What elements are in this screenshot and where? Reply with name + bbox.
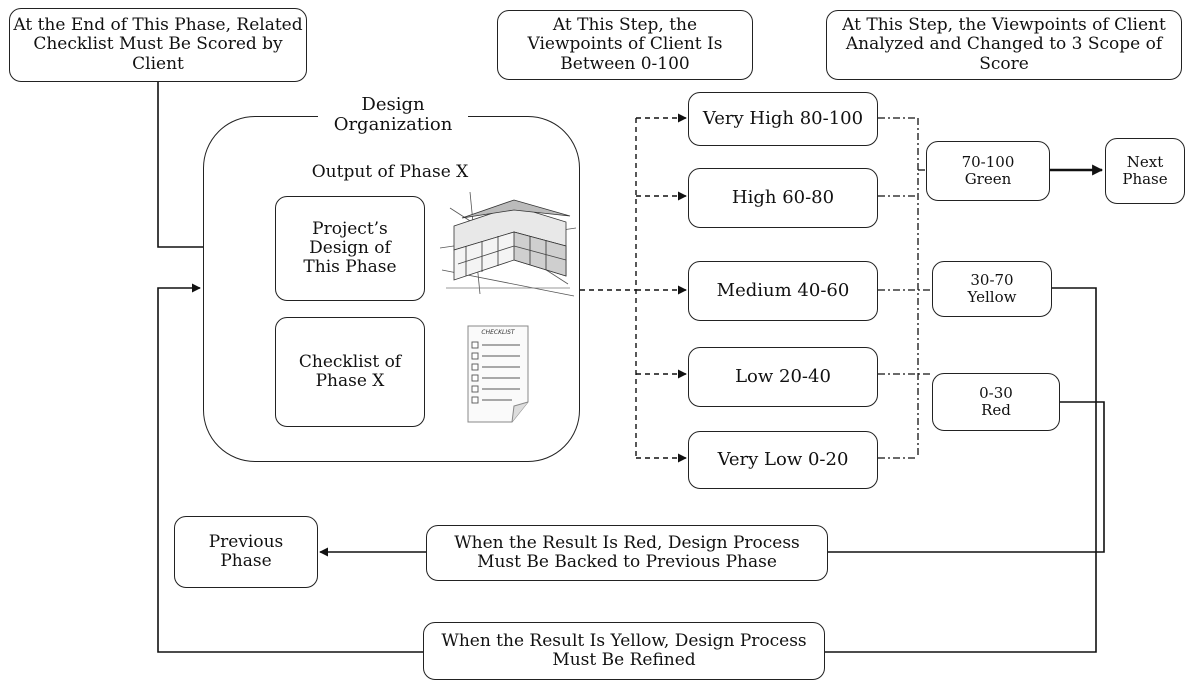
- red-result-note: When the Result Is Red, Design Process M…: [426, 525, 828, 581]
- output-of-phase-label: Output of Phase X: [311, 162, 469, 182]
- design-organization-title: Design Organization: [318, 94, 468, 136]
- note-analyzed-scopes: At This Step, the Viewpoints of Client A…: [826, 10, 1182, 80]
- checklist-icon-title: CHECKLIST: [481, 329, 516, 336]
- scope-green-box: 70-100 Green: [926, 141, 1050, 201]
- project-design-box: Project’s Design of This Phase: [275, 196, 425, 301]
- level-low-box: Low 20-40: [688, 347, 878, 407]
- yellow-result-note: When the Result Is Yellow, Design Proces…: [423, 622, 825, 680]
- next-phase-box: Next Phase: [1105, 138, 1185, 204]
- building-sketch-image: [440, 191, 576, 297]
- level-high-box: High 60-80: [688, 168, 878, 228]
- level-very-high-box: Very High 80-100: [688, 92, 878, 146]
- scope-yellow-box: 30-70 Yellow: [932, 261, 1052, 317]
- level-very-low-box: Very Low 0-20: [688, 431, 878, 489]
- arrow-organization-to-levels: [580, 113, 687, 463]
- previous-phase-box: Previous Phase: [174, 516, 318, 588]
- checklist-box: Checklist of Phase X: [275, 317, 425, 427]
- note-viewpoints-range: At This Step, the Viewpoints of Client I…: [497, 10, 753, 80]
- connector-levels-to-scopes: [878, 117, 932, 459]
- level-medium-box: Medium 40-60: [688, 261, 878, 321]
- checklist-document-image: CHECKLIST: [467, 325, 529, 423]
- note-end-of-phase: At the End of This Phase, Related Checkl…: [9, 8, 307, 82]
- scope-red-box: 0-30 Red: [932, 373, 1060, 431]
